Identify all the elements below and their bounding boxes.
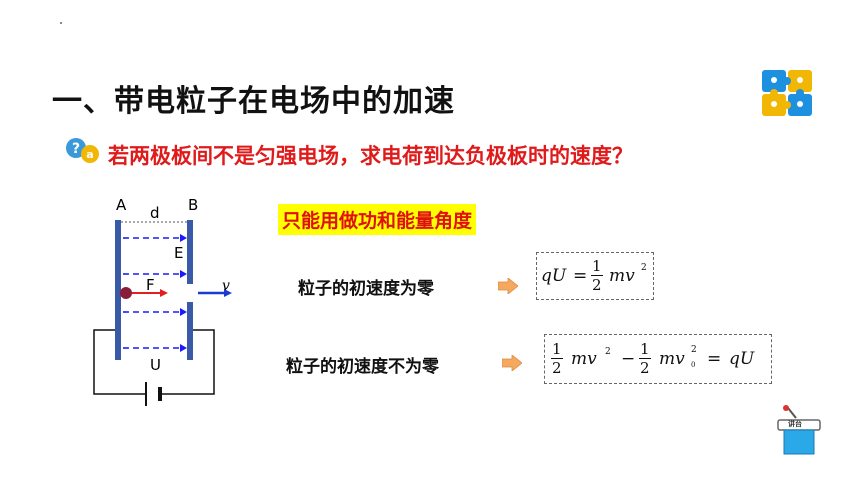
formula-term-1: mv — [571, 349, 597, 369]
formula-exponent-1: 2 — [605, 347, 611, 357]
formula-fraction-2: 1 2 — [639, 340, 651, 377]
label-force: F — [146, 276, 155, 294]
puzzle-icon — [762, 70, 812, 116]
formula-lhs: qU — [541, 266, 567, 286]
right-arrow-icon — [502, 355, 522, 371]
formula-exponent: 2 — [641, 263, 647, 273]
capacitor-diagram — [93, 220, 232, 406]
page-title: 一、带电粒子在电场中的加速 — [52, 84, 455, 119]
svg-text:a: a — [86, 148, 93, 161]
formula-fraction-1: 1 2 — [551, 340, 563, 377]
formula-subscript-2: 0 — [691, 361, 696, 369]
right-arrow-icon — [498, 278, 518, 294]
formula-term: mv — [609, 266, 635, 286]
formula-equals: = — [573, 266, 588, 286]
condition-nonzero-velocity: 粒子的初速度不为零 — [286, 357, 439, 377]
podium-label: 讲台 — [788, 420, 802, 428]
podium-icon — [777, 405, 821, 455]
condition-zero-velocity: 粒子的初速度为零 — [298, 279, 434, 299]
question-text: 若两极板间不是匀强电场，求电荷到达负极板时的速度？ — [108, 144, 633, 168]
energy-method-highlight: 只能用做功和能量角度 — [278, 204, 477, 235]
formula-rhs: qU — [729, 349, 755, 369]
formula-equals-2: = — [707, 349, 722, 369]
label-plate-b: B — [188, 196, 199, 214]
label-distance: d — [150, 204, 160, 222]
formula-exponent-2: 2 — [691, 345, 697, 355]
formula-box-nonzero: 1 2 mv 2 − 1 2 mv 2 0 = qU — [544, 334, 772, 384]
formula-minus: − — [621, 349, 636, 369]
formula-fraction: 1 2 — [591, 257, 603, 294]
svg-text:?: ? — [72, 141, 80, 157]
label-velocity: v — [222, 278, 230, 294]
label-field: E — [174, 244, 184, 262]
formula-term-2: mv — [659, 349, 685, 369]
corner-dot — [60, 22, 62, 24]
label-plate-a: A — [116, 196, 127, 214]
label-voltage: U — [150, 356, 161, 374]
formula-box-zero: qU = 1 2 mv 2 — [536, 252, 654, 300]
question-chat-icon: ? a — [66, 138, 99, 163]
